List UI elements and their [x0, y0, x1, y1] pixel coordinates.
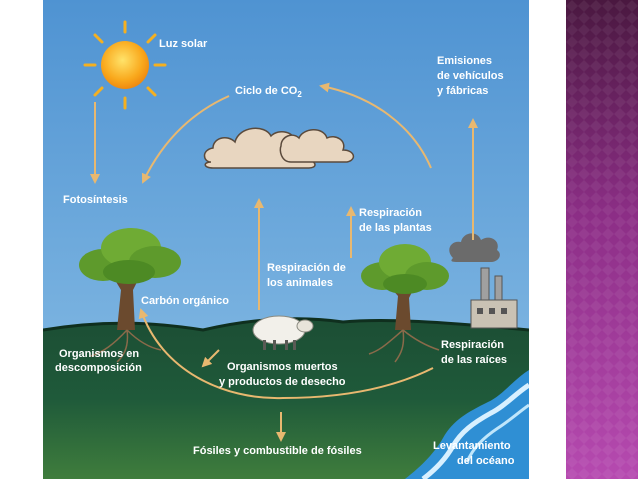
- label-photosynthesis: Fotosíntesis: [63, 194, 128, 206]
- label-emissions-3: y fábricas: [437, 85, 488, 97]
- label-ocean-2: del océano: [457, 455, 515, 467]
- label-decomposition-2: descomposición: [55, 362, 142, 374]
- label-dead-organisms-2: y productos de desecho: [219, 376, 346, 388]
- label-root-respiration-1: Respiración: [441, 339, 504, 351]
- label-fossils: Fósiles y combustible de fósiles: [193, 445, 362, 457]
- label-emissions-2: de vehículos: [437, 70, 504, 82]
- ocean: [405, 370, 529, 479]
- arrow-cycle-left: [141, 95, 230, 184]
- arrow-cycle-top-right: [319, 82, 432, 169]
- ocean-wave-2: [465, 403, 529, 463]
- ocean-wave: [421, 382, 529, 479]
- label-decomposition-1: Organismos en: [59, 348, 139, 360]
- label-plant-respiration-1: Respiración: [359, 207, 422, 219]
- cloud-icon: [203, 127, 355, 169]
- label-animal-respiration-2: los animales: [267, 277, 333, 289]
- label-dead-organisms-1: Organismos muertos: [227, 361, 338, 373]
- sheep-icon: [252, 315, 314, 350]
- label-animal-respiration-1: Respiración de: [267, 262, 346, 274]
- label-sun: Luz solar: [159, 38, 208, 50]
- arrow-ground-cycle: [138, 308, 434, 400]
- sun-icon: [83, 20, 167, 110]
- label-organic-carbon: Carbón orgánico: [141, 295, 229, 307]
- label-emissions-1: Emisiones: [437, 55, 492, 67]
- cycle-arrows: [90, 82, 478, 442]
- label-root-respiration-2: de las raíces: [441, 354, 507, 366]
- decorative-side-panel: [566, 0, 638, 479]
- label-co2-cycle: Ciclo de CO2: [235, 85, 302, 99]
- label-plant-respiration-2: de las plantas: [359, 222, 432, 234]
- factory-icon: [449, 233, 518, 329]
- arrow-decomposition: [201, 349, 220, 368]
- label-ocean-1: Levantamiento: [433, 440, 511, 452]
- tree-right-icon: [361, 244, 449, 363]
- carbon-cycle-diagram: Luz solar Ciclo de CO2 Emisiones de vehí…: [43, 0, 529, 479]
- tree-left-icon: [79, 228, 181, 363]
